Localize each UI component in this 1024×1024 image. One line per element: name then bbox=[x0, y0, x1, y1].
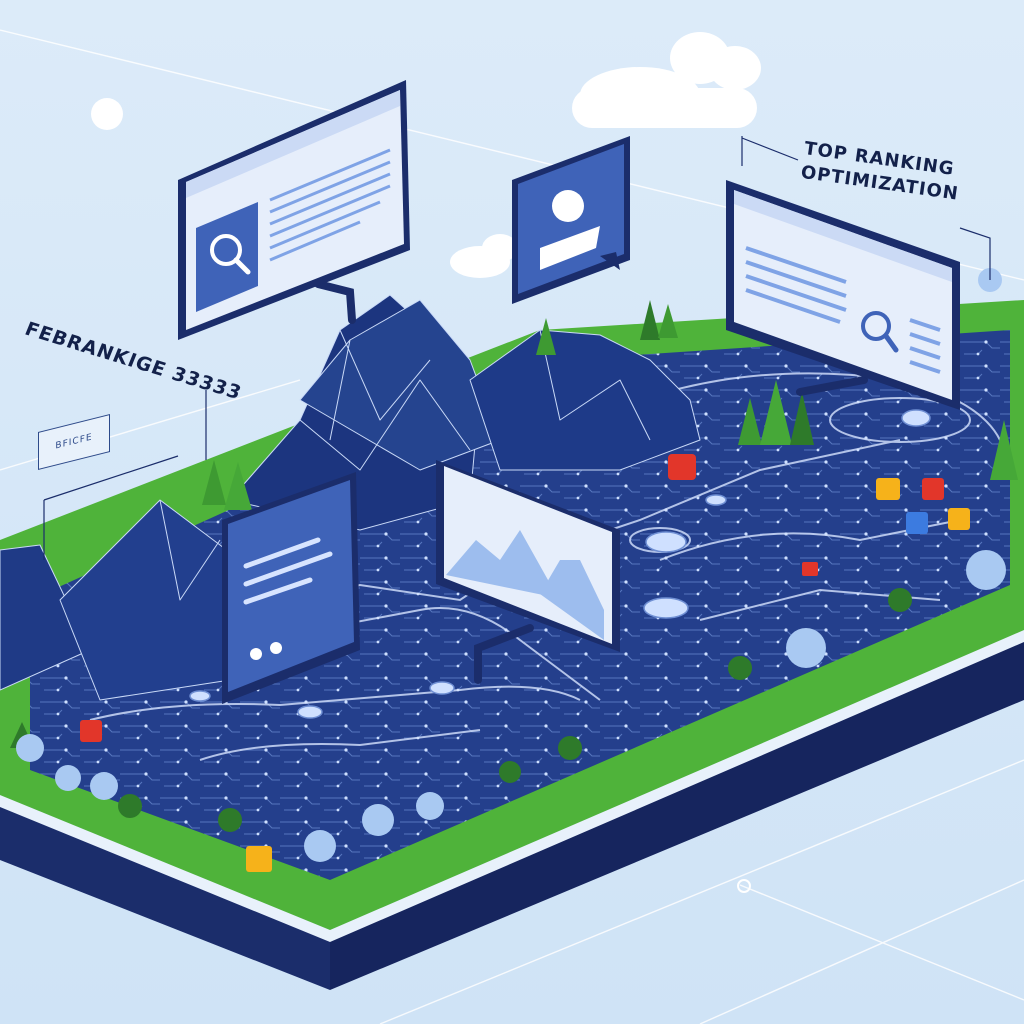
user-icon bbox=[540, 190, 600, 270]
tree-icon bbox=[10, 300, 1018, 748]
tree-icon bbox=[16, 268, 1006, 862]
cloud-icon bbox=[450, 234, 518, 278]
platform-side-left bbox=[0, 805, 330, 990]
circuit-traces bbox=[89, 372, 1001, 761]
sun-circle bbox=[91, 98, 123, 130]
mountain-image-icon bbox=[446, 530, 604, 640]
tree-icon bbox=[118, 588, 912, 832]
node-circle bbox=[737, 879, 751, 893]
wireframe-mountains bbox=[0, 294, 701, 701]
annotation-lines bbox=[43, 136, 991, 560]
document-icon bbox=[243, 537, 333, 605]
user-profile-panel bbox=[512, 136, 630, 304]
search-icon bbox=[861, 311, 899, 353]
server-discs bbox=[189, 409, 931, 719]
document-panel bbox=[222, 472, 360, 704]
search-icon bbox=[196, 202, 258, 312]
search-window-panel bbox=[178, 80, 410, 340]
ranking-results-panel bbox=[726, 180, 960, 410]
cloud-icon bbox=[572, 32, 761, 128]
connector-stems bbox=[314, 280, 868, 684]
status-blocks bbox=[80, 454, 970, 872]
platform-side-front bbox=[330, 640, 1024, 990]
image-panel bbox=[436, 460, 620, 652]
